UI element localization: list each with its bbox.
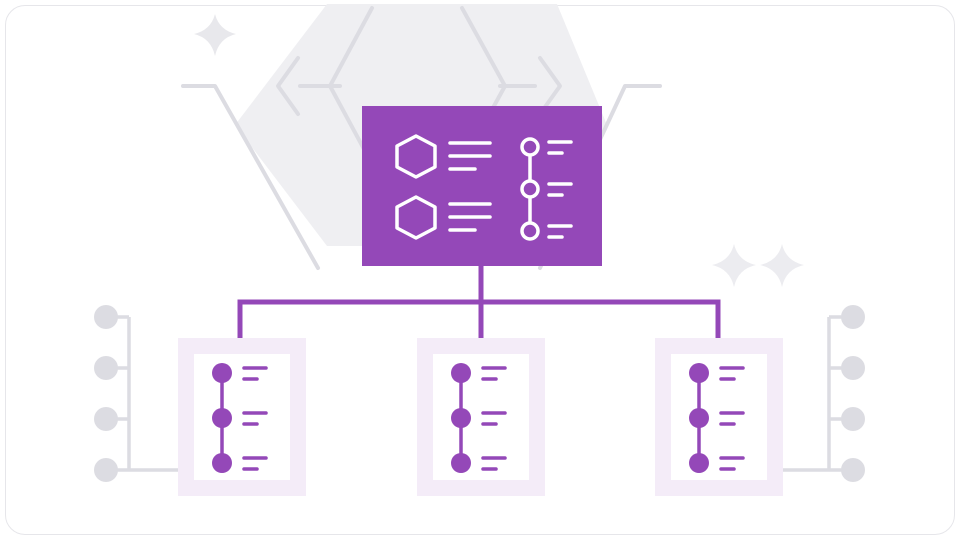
timeline-node [451,363,471,383]
hexagon-icon [395,134,437,179]
gray-node [94,407,118,431]
chevron-line [276,56,300,116]
child-box-inner [194,354,290,480]
root-box-bg [362,106,602,266]
timeline-node [520,137,540,157]
child-boxes [178,338,783,496]
timeline-node [689,453,709,473]
gray-node [94,356,118,380]
gray-node [841,305,865,329]
timeline-node [212,408,232,428]
sparkle-icon [712,244,756,287]
child-box [655,338,783,496]
root-box [362,106,602,266]
chevron-line [181,84,320,270]
timeline-node [689,363,709,383]
timeline-node [520,221,540,241]
gray-node [841,407,865,431]
child-box-inner [671,354,767,480]
gray-node [841,356,865,380]
child-box-inner [433,354,529,480]
child-box [178,338,306,496]
sparkle-icon [194,14,236,56]
right-connector-group [782,305,865,482]
timeline-node [689,408,709,428]
left-connector-group [94,305,180,482]
gray-node [841,458,865,482]
root-timeline [520,137,573,241]
timeline-node [451,408,471,428]
timeline-node [212,453,232,473]
sparkle-icon [760,244,804,287]
connector-tree [237,263,721,341]
hexagon-icon [395,195,437,240]
gray-node [94,458,118,482]
timeline-node [212,363,232,383]
timeline-node [520,179,540,199]
child-box [417,338,545,496]
gray-node [94,305,118,329]
timeline-node [451,453,471,473]
chevron-line [538,56,562,116]
